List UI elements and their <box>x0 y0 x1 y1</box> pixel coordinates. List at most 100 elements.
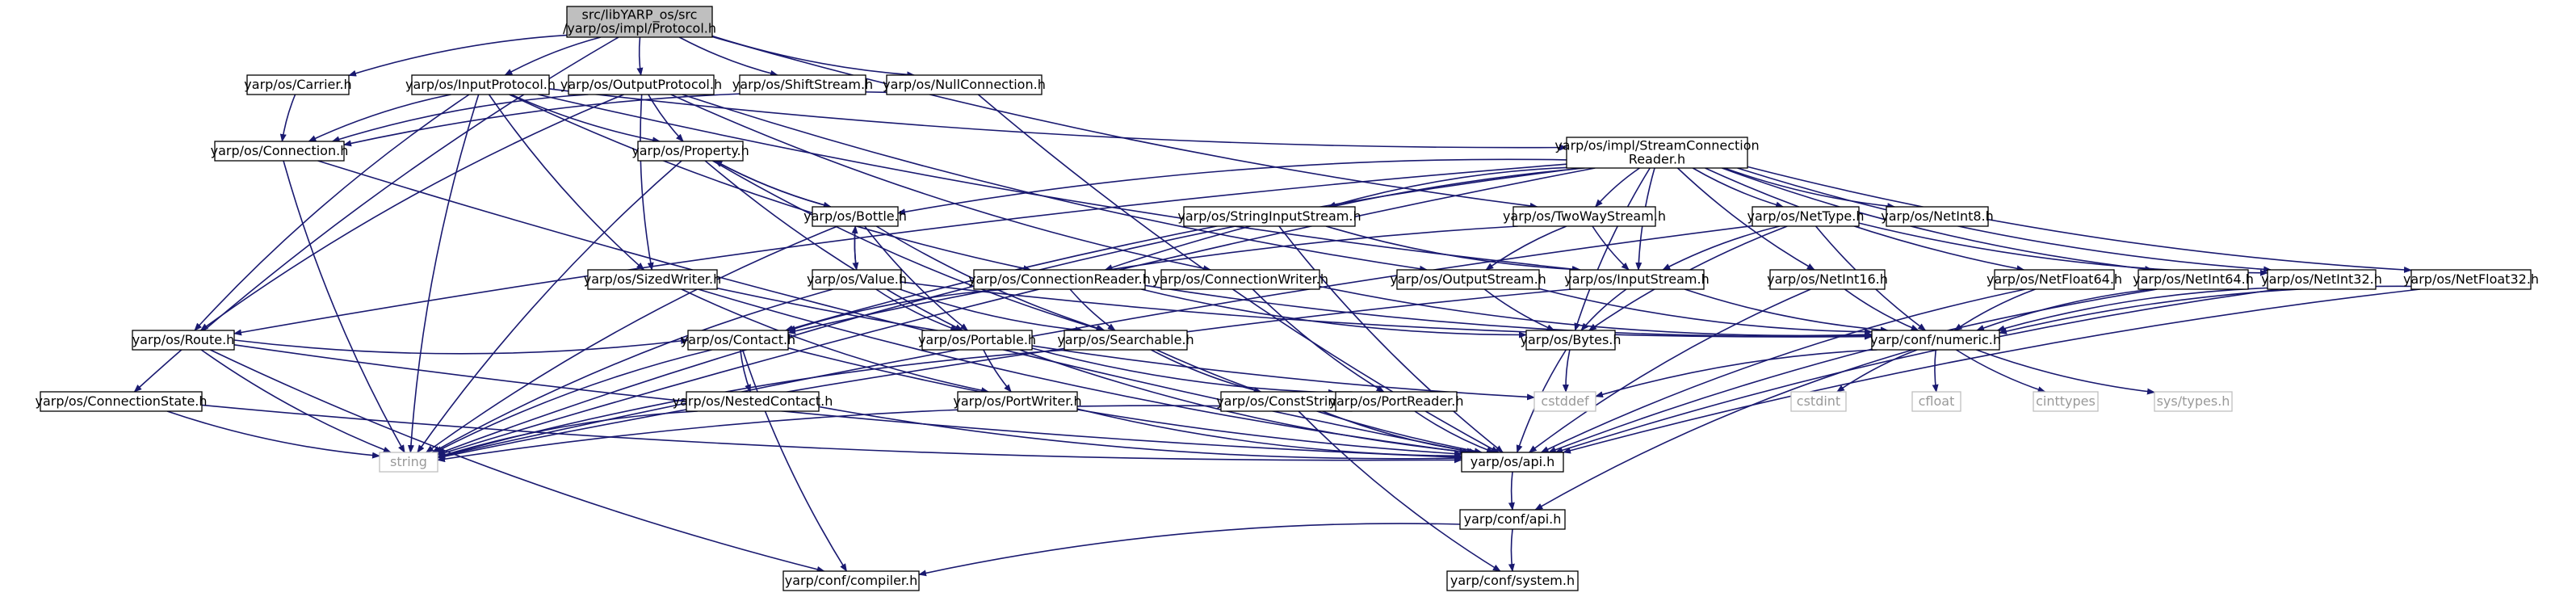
node-route[interactable]: yarp/os/Route.h <box>132 330 235 351</box>
edge-connection-to-string <box>283 160 405 453</box>
node-root[interactable]: src/libYARP_os/src/yarp/os/impl/Protocol… <box>563 6 716 38</box>
node-netint16[interactable]: yarp/os/NetInt16.h <box>1767 269 1888 290</box>
node-outputstream-box <box>1396 269 1540 290</box>
edge-inputprotocol-to-connection <box>308 94 451 142</box>
node-searchable-label: yarp/os/Searchable.h <box>1057 332 1194 347</box>
edge-twowaystream-to-inputstream <box>1592 225 1630 271</box>
node-netint32-label: yarp/os/NetInt32.h <box>2261 271 2382 287</box>
node-sizedwriter[interactable]: yarp/os/SizedWriter.h <box>584 269 722 290</box>
node-sizedwriter-box <box>587 269 718 290</box>
node-netfloat64-box <box>1994 269 2115 290</box>
node-outputprotocol[interactable]: yarp/os/OutputProtocol.h <box>560 74 722 95</box>
edge-property-to-searchable <box>712 160 1105 332</box>
node-contact[interactable]: yarp/os/Contact.h <box>681 330 795 351</box>
edge-route-to-api <box>233 344 1462 460</box>
edge-outputprotocol-to-outputstream <box>682 94 1428 272</box>
node-netfloat32-box <box>2410 269 2532 290</box>
node-bytes-label: yarp/os/Bytes.h <box>1520 332 1621 347</box>
edge-outputprotocol-to-connectionwriter <box>670 94 1212 272</box>
node-connectionreader-label: yarp/os/ConnectionReader.h <box>968 271 1151 287</box>
node-outputprotocol-box <box>568 74 715 95</box>
node-nullconnection-label: yarp/os/NullConnection.h <box>883 77 1046 92</box>
edge-streamconnreader-to-netint16 <box>1676 167 1815 271</box>
edge-netfloat64-to-api <box>1540 288 2026 453</box>
node-streamconnreader-box <box>1566 137 1748 169</box>
edge-outputprotocol-to-route <box>199 94 624 331</box>
edge-streamconnreader-to-twowaystream <box>1595 167 1640 208</box>
edge-contact-to-api <box>787 347 1462 457</box>
node-netint8-label: yarp/os/NetInt8.h <box>1881 208 1994 224</box>
edge-contact-to-string <box>434 349 712 453</box>
edge-twowaystream-to-outputstream <box>1485 225 1567 271</box>
node-searchable[interactable]: yarp/os/Searchable.h <box>1057 330 1194 351</box>
edge-root-to-carrier <box>348 34 568 77</box>
node-portable[interactable]: yarp/os/Portable.h <box>918 330 1036 351</box>
node-netint64[interactable]: yarp/os/NetInt64.h <box>2133 269 2254 290</box>
node-compiler-label: yarp/conf/compiler.h <box>785 573 918 588</box>
node-portreader[interactable]: yarp/os/PortReader.h <box>1328 391 1464 412</box>
node-outputstream[interactable]: yarp/os/OutputStream.h <box>1390 269 1546 290</box>
node-stringinputstream[interactable]: yarp/os/StringInputStream.h <box>1177 206 1361 227</box>
node-inputprotocol-label: yarp/os/InputProtocol.h <box>405 77 556 92</box>
node-netfloat32[interactable]: yarp/os/NetFloat32.h <box>2403 269 2539 290</box>
edge-streamconnreader-to-contact <box>784 167 1582 332</box>
edge-sizedwriter-to-portwriter <box>681 288 990 394</box>
node-inputprotocol-box <box>411 74 550 95</box>
node-conststring[interactable]: yarp/os/ConstString.h <box>1216 391 1357 412</box>
node-carrier[interactable]: yarp/os/Carrier.h <box>244 74 352 95</box>
edge-connectionstate-to-string <box>166 410 380 459</box>
node-confapi-label: yarp/conf/api.h <box>1464 511 1562 527</box>
edge-sizedwriter-to-cstddef <box>716 287 1535 401</box>
node-twowaystream[interactable]: yarp/os/TwoWayStream.h <box>1503 206 1666 227</box>
node-bytes[interactable]: yarp/os/Bytes.h <box>1520 330 1622 351</box>
node-nettype[interactable]: yarp/os/NetType.h <box>1747 206 1865 227</box>
edge-searchable-to-conststring <box>1151 349 1262 393</box>
node-bottle-label: yarp/os/Bottle.h <box>803 208 907 224</box>
node-connectionstate[interactable]: yarp/os/ConnectionState.h <box>35 391 208 412</box>
edge-nettype-to-inputstream <box>1662 225 1780 271</box>
edge-portable-to-api <box>1019 349 1471 456</box>
edge-streamconnreader-to-bytes <box>1574 167 1651 331</box>
node-connectionreader[interactable]: yarp/os/ConnectionReader.h <box>968 269 1151 290</box>
node-api-label: yarp/os/api.h <box>1471 454 1555 469</box>
node-numeric[interactable]: yarp/conf/numeric.h <box>1870 330 2001 351</box>
edge-connectionwriter-to-portreader <box>1252 288 1385 393</box>
edge-conststring-to-string <box>437 405 1222 463</box>
node-inputstream-label: yarp/os/InputStream.h <box>1564 271 1709 287</box>
node-netint32[interactable]: yarp/os/NetInt32.h <box>2261 269 2382 290</box>
edge-netfloat32-to-numeric <box>1999 285 2412 334</box>
node-bottle[interactable]: yarp/os/Bottle.h <box>803 206 907 227</box>
edge-root-to-shiftstream <box>678 36 778 77</box>
node-portwriter[interactable]: yarp/os/PortWriter.h <box>953 391 1082 412</box>
node-netint8[interactable]: yarp/os/NetInt8.h <box>1881 206 1994 227</box>
node-cfloat-label: cfloat <box>1919 393 1955 409</box>
edge-numeric-to-cstdint <box>1836 349 1918 393</box>
edge-conststring-to-api <box>1322 410 1478 455</box>
edge-conststring-to-system <box>1298 410 1501 572</box>
node-connection[interactable]: yarp/os/Connection.h <box>211 141 349 162</box>
node-value[interactable]: yarp/os/Value.h <box>807 269 907 290</box>
node-systypes-box <box>2154 391 2233 412</box>
node-nestedcontact[interactable]: yarp/os/NestedContact.h <box>673 391 833 412</box>
node-system[interactable]: yarp/conf/system.h <box>1446 570 1579 591</box>
node-inputstream[interactable]: yarp/os/InputStream.h <box>1564 269 1710 290</box>
node-connectionwriter-box <box>1160 269 1320 290</box>
node-shiftstream[interactable]: yarp/os/ShiftStream.h <box>732 74 873 95</box>
node-netfloat64[interactable]: yarp/os/NetFloat64.h <box>1987 269 2122 290</box>
edge-inputprotocol-to-property <box>510 94 661 144</box>
edge-root-to-twowaystream <box>711 36 1538 209</box>
node-inputprotocol[interactable]: yarp/os/InputProtocol.h <box>405 74 556 95</box>
edge-confapi-to-system <box>1508 528 1515 572</box>
node-portable-box <box>921 330 1033 351</box>
node-property[interactable]: yarp/os/Property.h <box>631 141 749 162</box>
node-api[interactable]: yarp/os/api.h <box>1461 452 1564 473</box>
edge-inputprotocol-to-sizedwriter <box>488 94 645 271</box>
node-confapi[interactable]: yarp/conf/api.h <box>1459 509 1566 530</box>
node-compiler[interactable]: yarp/conf/compiler.h <box>782 570 920 591</box>
node-nullconnection[interactable]: yarp/os/NullConnection.h <box>883 74 1046 95</box>
edge-nettype-to-netint32 <box>1858 222 2268 276</box>
node-connectionwriter[interactable]: yarp/os/ConnectionWriter.h <box>1152 269 1328 290</box>
node-stringinputstream-label: yarp/os/StringInputStream.h <box>1177 208 1361 224</box>
node-sizedwriter-label: yarp/os/SizedWriter.h <box>584 271 722 287</box>
